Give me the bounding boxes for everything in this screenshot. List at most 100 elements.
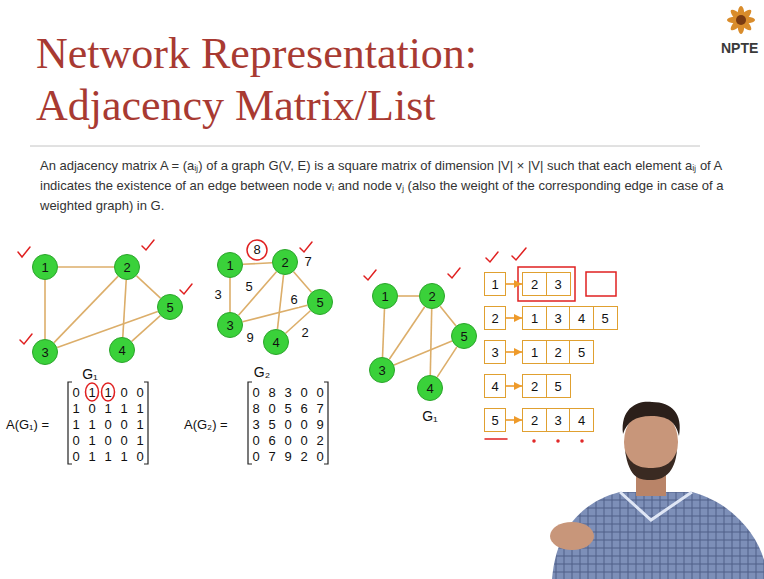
vertex-number: 3	[41, 345, 48, 360]
graph-edge	[440, 306, 456, 326]
matrix-cell: 1	[136, 417, 143, 432]
matrix-cell: 5	[284, 401, 291, 416]
vertex-number: 4	[426, 381, 433, 396]
annotation-dot	[581, 440, 583, 442]
list-cell: 5	[546, 374, 571, 398]
vertex-number: 2	[428, 289, 435, 304]
graph-edge	[398, 295, 419, 297]
vertex-number: 2	[531, 413, 538, 428]
annotation-tick	[300, 242, 312, 252]
list-cell: 5	[593, 306, 618, 330]
annotation-tick	[364, 270, 376, 280]
speaker-figure	[550, 402, 764, 579]
graph-edge	[437, 347, 457, 377]
matrix-cell: 0	[300, 385, 307, 400]
list-cell: 1	[522, 340, 547, 364]
matrix-cell: 0	[284, 417, 291, 432]
matrix-cell: 3	[252, 417, 259, 432]
vertex-number: 3	[554, 277, 561, 292]
vertex-number: 2	[123, 260, 130, 275]
graph-edge	[57, 311, 158, 347]
graph-vertex: 4	[417, 375, 443, 401]
matrix-cell: 8	[268, 385, 275, 400]
edge-weight: 5	[244, 280, 253, 294]
graph-edge	[239, 272, 277, 315]
matrix-bracket	[68, 382, 72, 464]
list-pointer	[506, 419, 522, 421]
title-rule	[30, 146, 700, 147]
graph-edge	[389, 307, 424, 359]
graph-edge	[58, 266, 114, 268]
matrix-cell: 6	[300, 401, 307, 416]
matrix-cell: 9	[316, 417, 323, 432]
annotation-dot	[533, 440, 535, 442]
edge-weight: 8	[252, 243, 261, 257]
vertex-number: 4	[578, 413, 585, 428]
graph-edge	[383, 309, 385, 357]
annotation-tick	[180, 284, 192, 294]
list-pointer	[506, 351, 522, 353]
graph-edge	[137, 276, 161, 298]
graph-edge	[277, 275, 283, 329]
graph-vertex: 1	[372, 283, 398, 309]
vertex-number: 3	[491, 345, 498, 360]
speaker-beard	[625, 450, 677, 480]
graph-vertex: 3	[369, 357, 395, 383]
graph-name: G₁	[82, 367, 98, 382]
matrix-cell: 1	[136, 433, 143, 448]
annotation-dot	[557, 440, 559, 442]
matrix-cell: 0	[300, 417, 307, 432]
vertex-number: 2	[554, 345, 561, 360]
vertex-number: 3	[378, 363, 385, 378]
annotation-box	[518, 267, 575, 301]
matrix-cell: 0	[136, 449, 143, 464]
graph-vertex: 5	[307, 289, 333, 315]
matrix-cell: 0	[316, 385, 323, 400]
graph-vertex: 5	[157, 294, 183, 320]
list-pointer	[506, 283, 522, 285]
graph-edge	[132, 316, 161, 342]
vertex-number: 2	[281, 255, 288, 270]
matrix-cell: 1	[104, 385, 111, 400]
vertex-number: 2	[531, 379, 538, 394]
matrix-cell: 5	[268, 417, 275, 432]
vertex-number: 1	[531, 311, 538, 326]
logo-petal	[737, 6, 745, 34]
matrix-cell: 1	[88, 449, 95, 464]
list-cell: 2	[546, 340, 571, 364]
matrix-cell: 0	[88, 401, 95, 416]
vertex-number: 5	[578, 345, 585, 360]
matrix-cell: 0	[120, 385, 127, 400]
list-cell: 2	[522, 272, 547, 296]
edge-weight: 6	[289, 293, 298, 307]
matrix-cell: 0	[104, 417, 111, 432]
list-pointer	[506, 317, 522, 319]
vertex-number: 3	[226, 318, 233, 333]
graph-vertex: 4	[263, 329, 289, 355]
logo-emblem	[727, 6, 755, 34]
annotation-circle	[102, 383, 115, 401]
matrix-cell: 9	[284, 449, 291, 464]
matrix-bracket	[324, 382, 328, 464]
annotation-tick	[18, 247, 30, 257]
list-cell: 1	[522, 306, 547, 330]
graph-vertex: 3	[217, 312, 243, 338]
graph-vertex: 2	[272, 249, 298, 275]
annotation-tick	[486, 252, 498, 262]
list-pointer	[506, 385, 522, 387]
matrix-cell: 0	[120, 433, 127, 448]
graph-edge	[44, 280, 46, 339]
speaker-hand	[550, 522, 594, 550]
annotation-tick	[512, 248, 526, 260]
list-cell: 3	[484, 340, 506, 364]
list-cell: 3	[546, 306, 571, 330]
vertex-number: 1	[531, 345, 538, 360]
speaker-hair	[623, 402, 680, 436]
annotation-circle	[247, 240, 267, 260]
matrix-cell: 7	[268, 449, 275, 464]
matrix-cell: 0	[136, 385, 143, 400]
matrix-cell: 0	[72, 433, 79, 448]
matrix-cell: 2	[316, 433, 323, 448]
matrix-cell: 0	[268, 401, 275, 416]
list-cell: 4	[484, 374, 506, 398]
